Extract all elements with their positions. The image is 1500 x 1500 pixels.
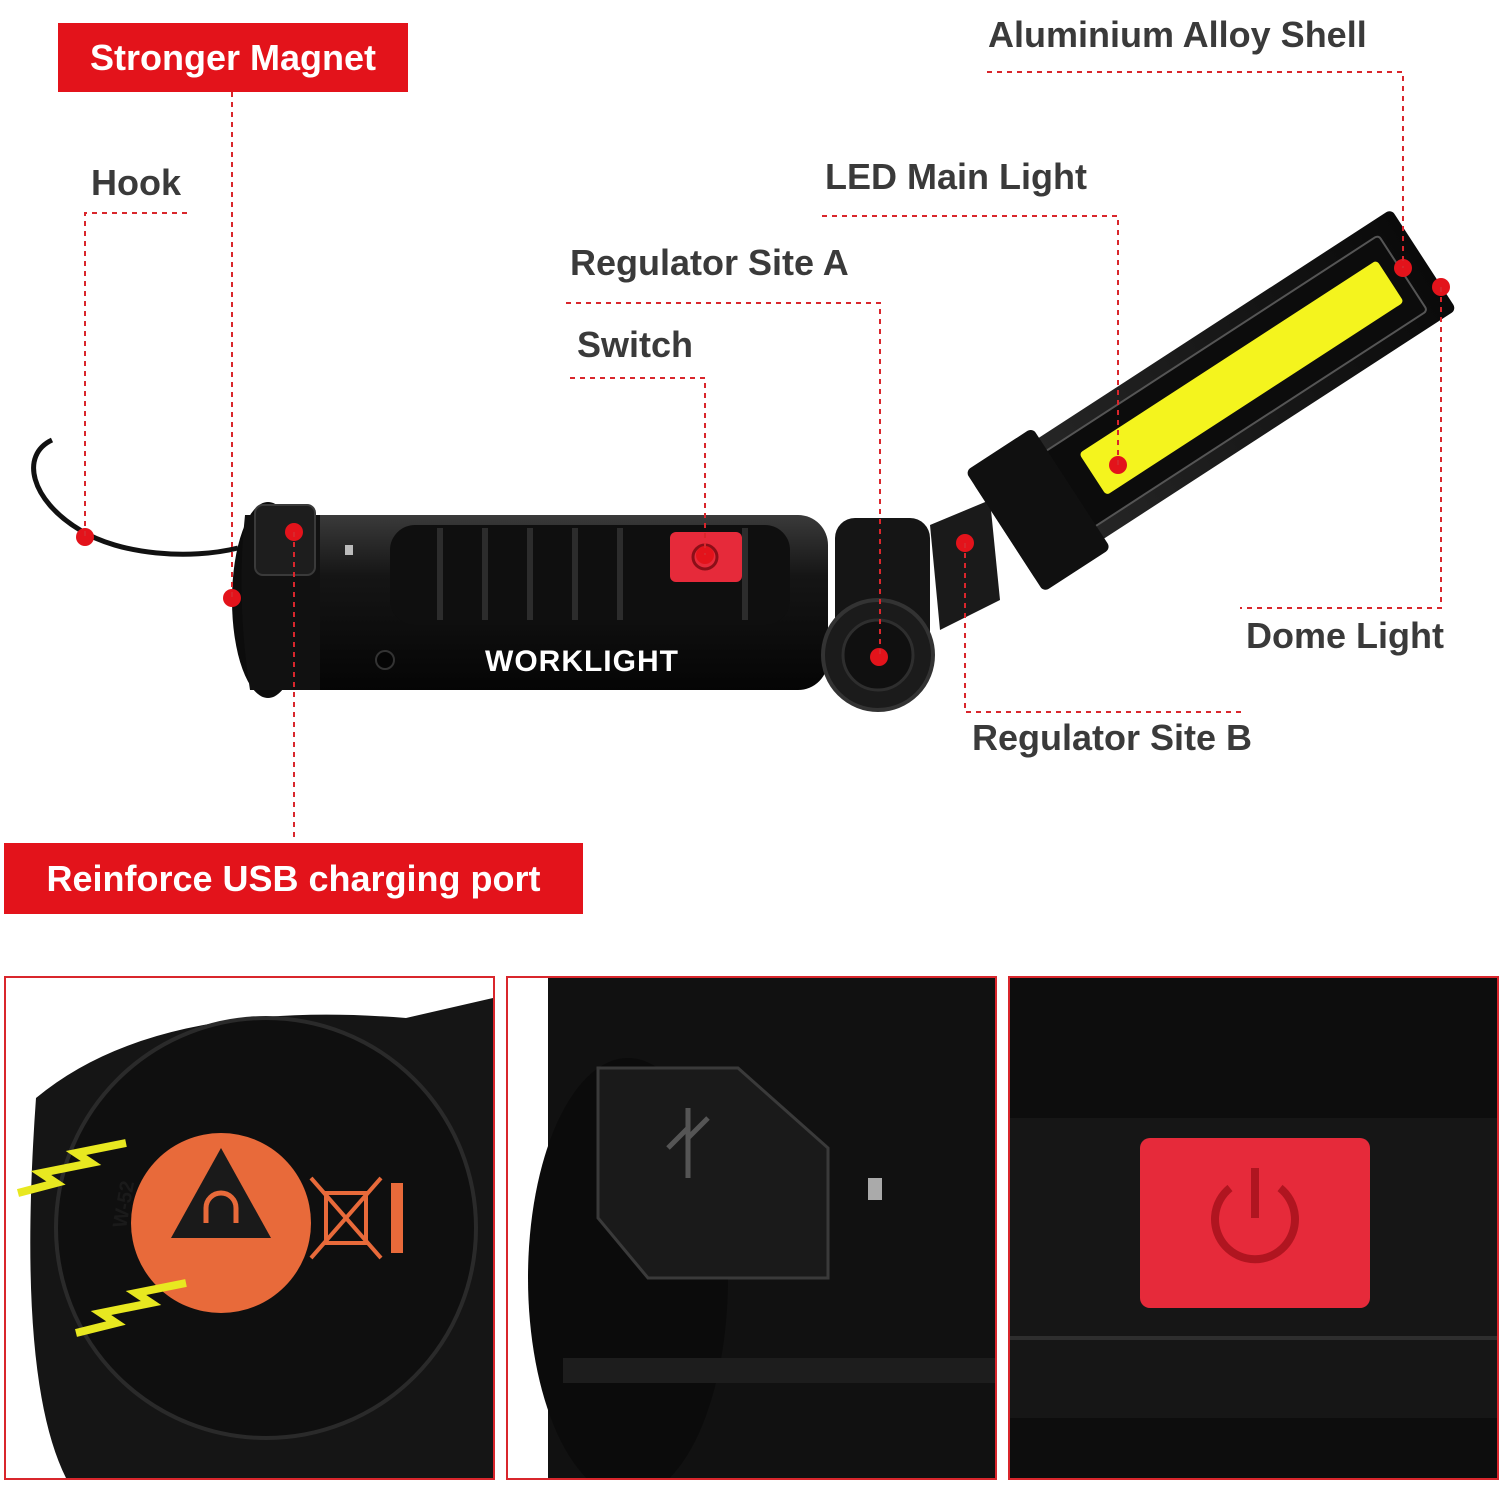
cob-led-strip: [1080, 261, 1403, 494]
stronger-magnet-label: Stronger Magnet: [58, 23, 408, 92]
switch-label: Switch: [577, 324, 694, 365]
led-arm: [967, 211, 1455, 590]
usb-icon: [666, 1108, 710, 1178]
magnet-spark-bottom: [75, 1279, 187, 1337]
switch-closeup-panel: [1008, 976, 1499, 1480]
led-main-light-label: LED Main Light: [825, 156, 1087, 197]
switch-button-closeup: [1140, 1138, 1370, 1308]
hook-wire: [31, 437, 239, 557]
magnet-icon: [203, 1190, 239, 1223]
worklight-text: WORKLIGHT: [485, 645, 679, 678]
magnet-closeup-panel: W-52: [4, 976, 495, 1480]
power-icon: [1211, 1168, 1299, 1264]
magnet-spark-top: [16, 1139, 127, 1197]
no-trash-icon: [309, 1176, 383, 1260]
reinforce-usb-label: Reinforce USB charging port: [4, 843, 583, 914]
regulator-site-a-label: Regulator Site A: [570, 242, 849, 283]
hinge: [821, 500, 1000, 712]
regulator-site-b-label: Regulator Site B: [972, 717, 1253, 758]
worklight-handle: [232, 502, 828, 698]
dome-light-label: Dome Light: [1246, 615, 1444, 656]
hook-label: Hook: [91, 162, 181, 203]
usb-port-closeup-panel: [506, 976, 997, 1480]
worklight-illustration: [31, 71, 1455, 842]
aluminium-alloy-shell-label: Aluminium Alloy Shell: [988, 14, 1367, 55]
